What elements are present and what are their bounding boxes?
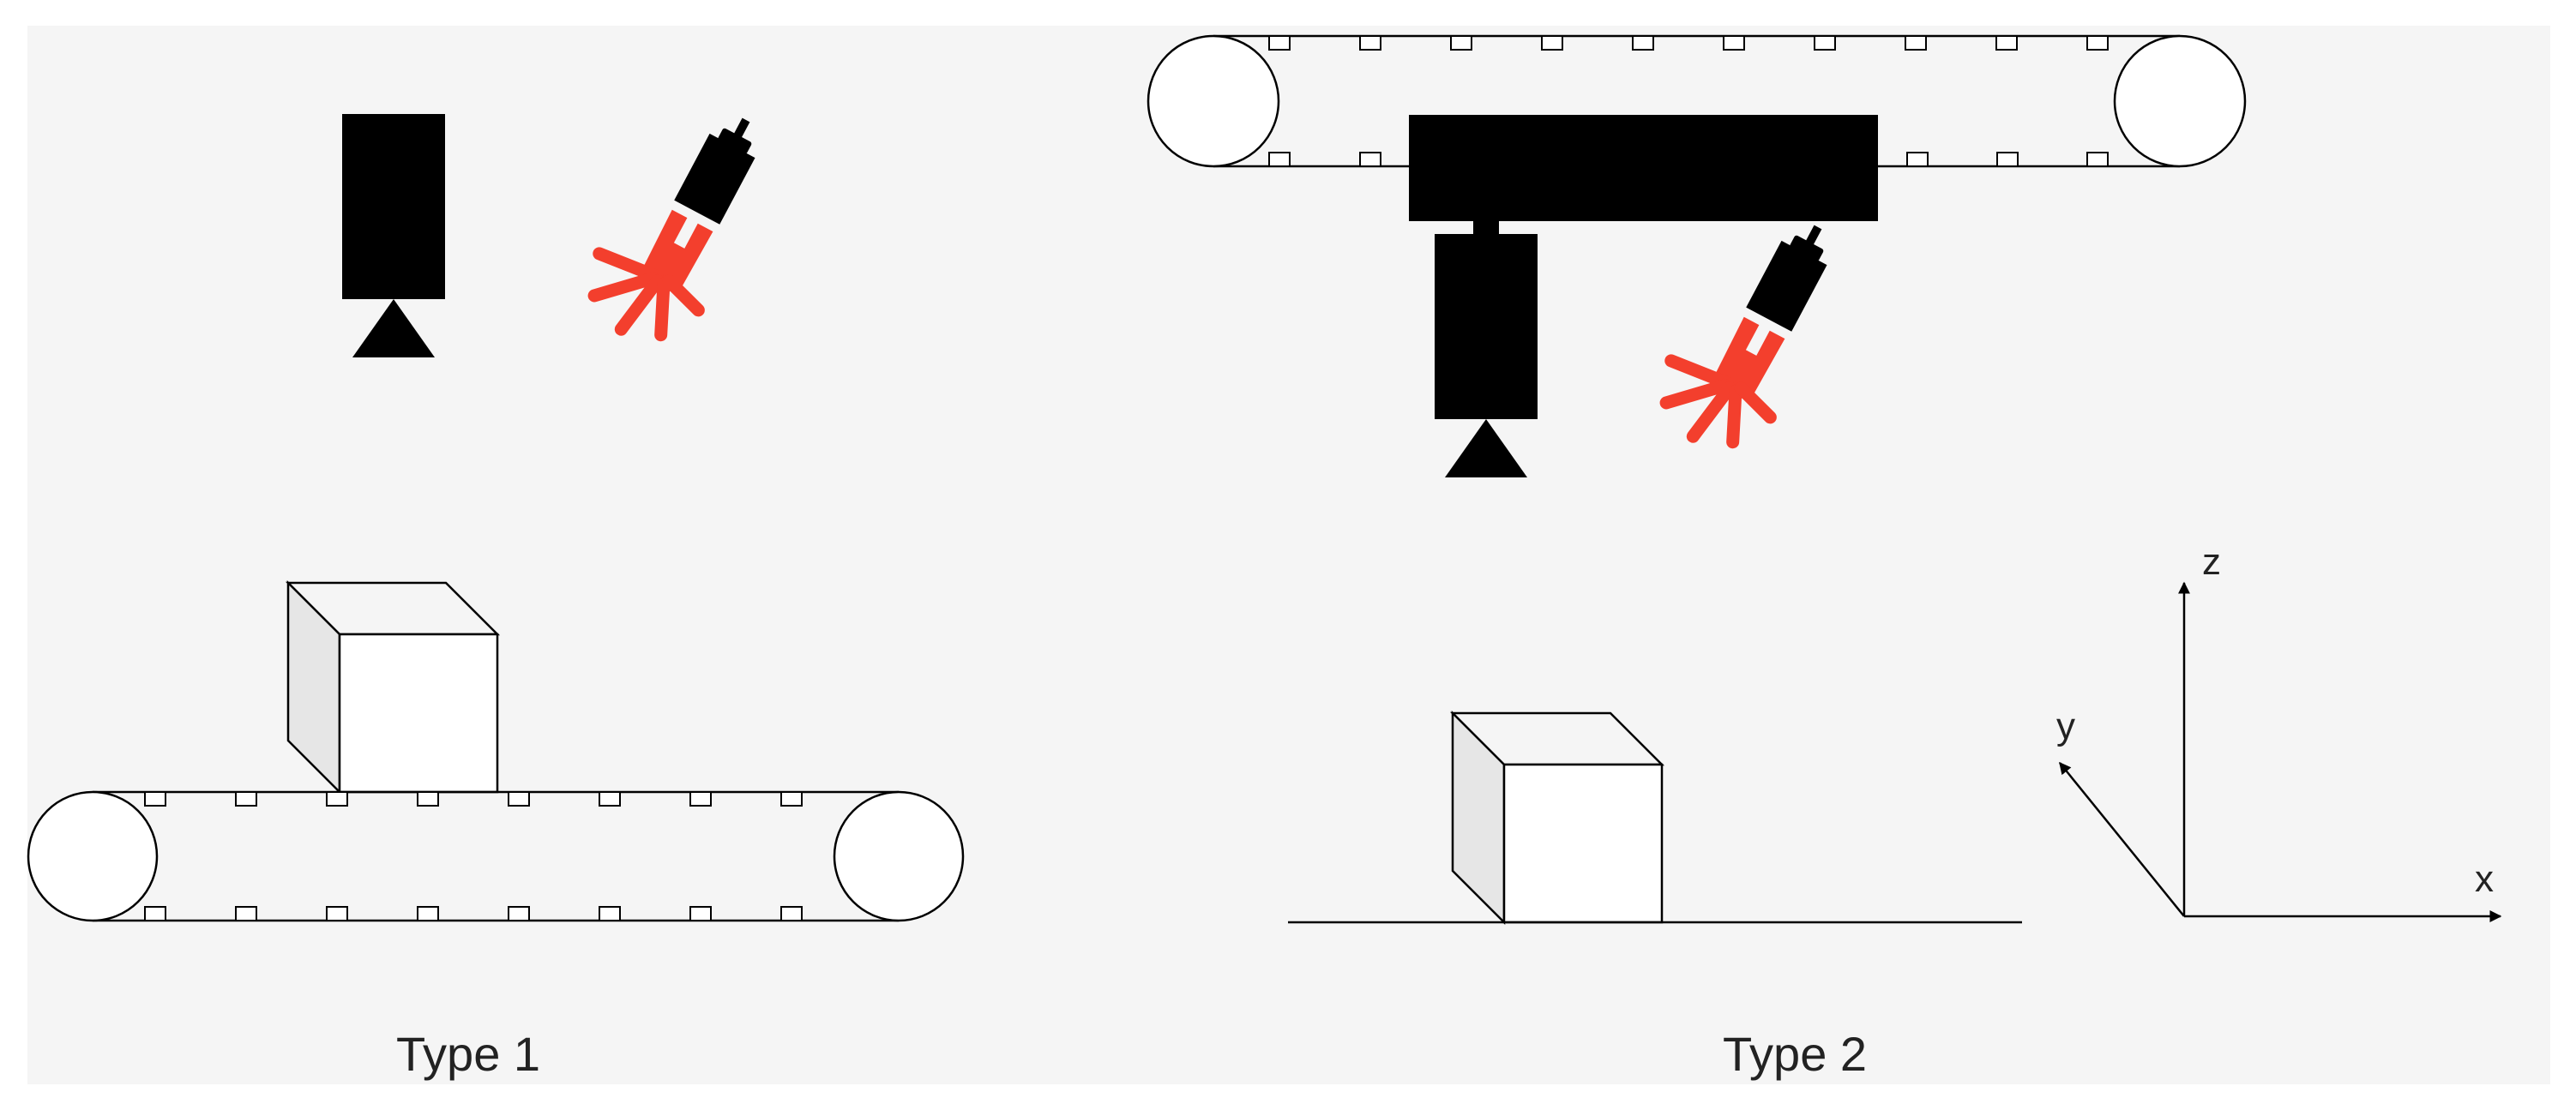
belt-cleat [1995, 35, 2018, 51]
type1-box [286, 581, 499, 794]
belt-cleat [235, 791, 257, 807]
belt-cleat [144, 791, 166, 807]
type1-setup: Type 1 [27, 88, 965, 1081]
belt-cleat [417, 791, 439, 807]
type1-roller-right [833, 790, 965, 922]
belt-cleat [2086, 152, 2109, 167]
belt-cleat [689, 906, 712, 921]
belt-cleat [1268, 35, 1291, 51]
x-axis-label: x [2475, 858, 2494, 900]
belt-cleat [1359, 152, 1381, 167]
belt-cleat [599, 791, 621, 807]
type2-carriage [1409, 115, 1878, 221]
y-axis [2059, 761, 2185, 917]
panel-background [27, 26, 2550, 1084]
belt-cleat [326, 791, 348, 807]
belt-cleat [1906, 152, 1929, 167]
type2-belt-cleats-top [1268, 35, 2109, 51]
type2-roller-right [2113, 34, 2247, 168]
belt-cleat [2086, 35, 2109, 51]
belt-cleat [1268, 152, 1291, 167]
belt-cleat [1723, 35, 1745, 51]
belt-cleat [508, 906, 530, 921]
belt-cleat [508, 791, 530, 807]
type2-box [1451, 711, 1664, 924]
belt-cleat [780, 906, 803, 921]
belt-cleat [1632, 35, 1654, 51]
belt-cleat [1450, 35, 1472, 51]
belt-cleat [599, 906, 621, 921]
type2-setup: Type 2 [1147, 34, 2247, 1081]
belt-cleat [1996, 152, 2019, 167]
belt-cleat [1541, 35, 1563, 51]
belt-cleat [235, 906, 257, 921]
type1-conveyor [27, 790, 965, 922]
belt-cleat [417, 906, 439, 921]
type2-belt-cleats-bottom [1268, 152, 2109, 167]
belt-cleat [1814, 35, 1836, 51]
type2-overhead-conveyor [1147, 34, 2247, 168]
belt-cleat [1905, 35, 1927, 51]
belt-cleat [144, 906, 166, 921]
type2-roller-left [1147, 34, 1280, 168]
type1-belt-cleats-bottom [144, 906, 803, 921]
belt-cleat [326, 906, 348, 921]
type1-belt-cleats-top [144, 791, 803, 807]
type1-label: Type 1 [396, 1027, 540, 1081]
y-axis-label: y [2056, 705, 2075, 747]
type2-label: Type 2 [1723, 1027, 1867, 1081]
belt-cleat [780, 791, 803, 807]
z-axis-label: z [2202, 541, 2221, 583]
belt-cleat [689, 791, 712, 807]
belt-cleat [1359, 35, 1381, 51]
coordinate-axes: z x y [2056, 541, 2502, 922]
type1-roller-left [27, 790, 159, 922]
type2-camera-mount [1473, 219, 1499, 237]
